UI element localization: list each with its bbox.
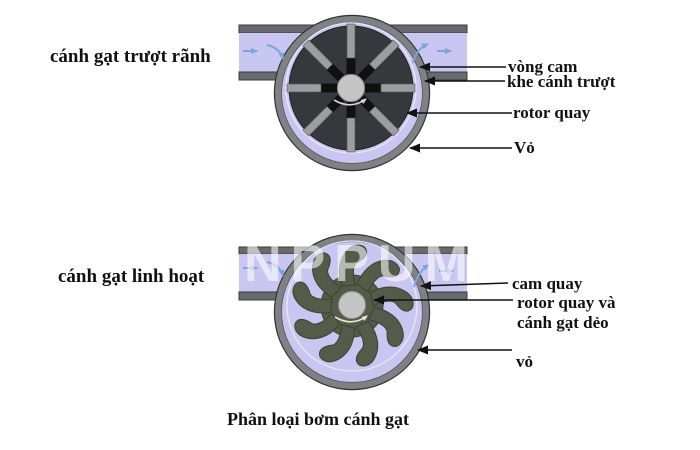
top-rotor-vanes (286, 23, 416, 153)
annotation-flexible-rotor: rotor quay và cánh gạt dẻo (517, 293, 616, 333)
bottom-pump-type-label: cánh gạt linh hoạt (58, 266, 205, 287)
top-pump-type-label: cánh gạt trượt rãnh (50, 46, 211, 67)
top-shaft (337, 74, 365, 102)
bottom-housing-outer-edge (273, 233, 431, 391)
annotation-vane-slot: khe cánh trượt (507, 72, 616, 91)
top-rotation-arrow (333, 98, 367, 106)
annotation-housing-bottom: vỏ (516, 352, 533, 371)
bottom-flow-arrows (243, 261, 454, 288)
top-flow-arrows (243, 43, 452, 64)
bottom-shaft (338, 291, 366, 319)
annotation-housing-top: Vỏ (514, 138, 535, 157)
annotation-flexible-rotor-line1: rotor quay và (517, 293, 616, 312)
top-annotation-arrows (406, 62, 512, 153)
bottom-annotation-arrows (373, 281, 513, 355)
annotation-cam-ring: vòng cam (508, 57, 578, 76)
bottom-pump (238, 233, 513, 391)
top-housing-outer-edge (273, 14, 431, 172)
annotation-rotor: rotor quay (513, 103, 591, 122)
bottom-rotation-arrow (334, 315, 368, 323)
bottom-cam-line (286, 240, 418, 372)
diagram-caption: Phân loại bơm cánh gạt (227, 409, 409, 429)
annotation-flexible-rotor-line2: cánh gạt dẻo (517, 313, 609, 332)
annotation-cam: cam quay (512, 274, 583, 293)
top-pump (238, 14, 512, 172)
top-cam-ring-line (285, 22, 417, 154)
